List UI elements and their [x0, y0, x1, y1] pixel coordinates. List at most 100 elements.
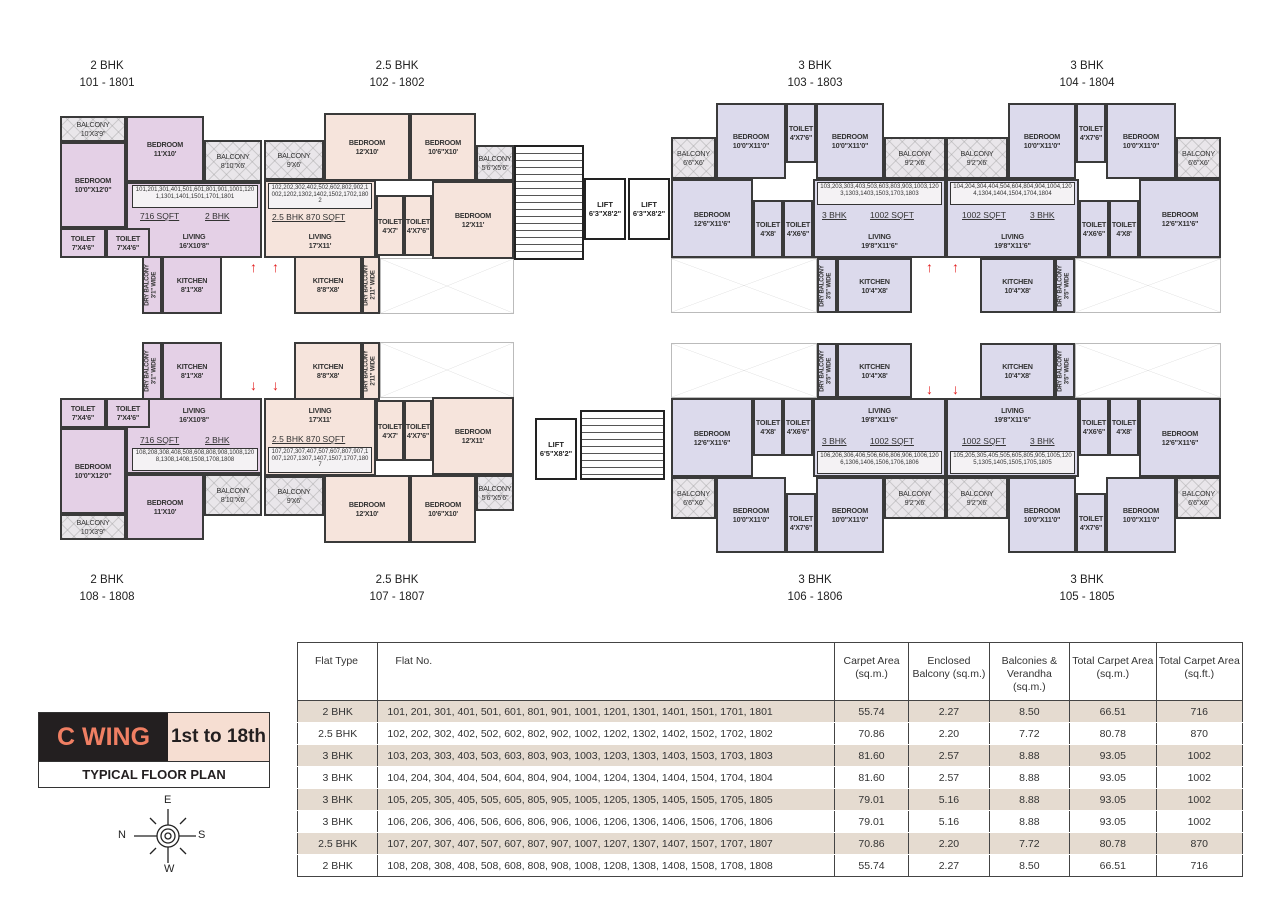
compass-north: N — [118, 829, 126, 841]
unit-range: 105 - 1805 — [1059, 591, 1115, 603]
room-size: 12'X10' — [355, 509, 379, 518]
unit-type-label: 2 BHK — [205, 435, 230, 445]
room-label: LIVING — [308, 232, 332, 241]
lift-label: LIFT — [548, 440, 564, 449]
room-size: 10'0"X11'0" — [1023, 141, 1061, 150]
unit-type: 3 BHK — [1070, 574, 1104, 586]
lift-size: 6'5"X8'2" — [539, 449, 573, 458]
flat-type-cell: 3 BHK — [296, 744, 379, 767]
room-size: 10'0"X11'0" — [1023, 515, 1061, 524]
room-label: BALCONY — [216, 486, 250, 495]
entry-arrow-icon: ↑ — [926, 259, 933, 275]
room-size: 2'11" WIDE — [371, 356, 378, 386]
unit-area-label: 1002 SQFT — [870, 436, 914, 446]
room-label: BEDROOM — [1161, 428, 1199, 438]
column-header: Carpet Area (sq.m.) — [833, 642, 910, 701]
entry-arrow-icon: ↑ — [272, 259, 279, 275]
wing-label: C WING — [39, 713, 168, 761]
room-size: 9'2"X6' — [904, 498, 926, 507]
enclosed-balcony-cell: 5.16 — [908, 810, 990, 833]
room-label: BALCONY — [277, 487, 311, 496]
room-size: 5'6"X5'6" — [481, 493, 509, 502]
room-label: BEDROOM — [732, 506, 770, 515]
column-header: Balconies & Verandha (sq.m.) — [988, 642, 1071, 701]
room-size: 12'6"X11'6" — [693, 437, 731, 447]
carpet-area-cell: 55.74 — [833, 700, 910, 723]
flat-numbers-cell: 107, 207, 307, 407, 507, 607, 807, 907, … — [377, 832, 835, 855]
open-terrace — [671, 258, 817, 313]
room-size: 10'0"X11'0" — [831, 515, 869, 524]
entry-arrow-icon: ↓ — [250, 377, 257, 393]
room-label: TOILET — [115, 234, 141, 243]
room-label: LIVING — [1001, 232, 1024, 241]
room-size: 6'6"X6' — [1188, 498, 1209, 507]
room-size: 4'X8' — [760, 427, 776, 436]
open-terrace — [380, 342, 514, 398]
room-size: 9'2"X6' — [966, 498, 988, 507]
room-label: BALCONY — [277, 151, 311, 160]
unit-range: 102 - 1802 — [369, 77, 425, 89]
total-carpet-sqm-cell: 93.05 — [1069, 744, 1157, 767]
unit-area-label: 716 SQFT — [140, 211, 180, 221]
unit-range: 107 - 1807 — [369, 591, 425, 603]
unit-type: 2 BHK — [90, 574, 124, 586]
unit-type: 2 BHK — [90, 60, 124, 72]
room-size: 8'8"X8' — [316, 371, 340, 380]
flat-numbers-box: 101,201,301,401,501,601,801,901,1001,120… — [132, 185, 258, 208]
room-label: BEDROOM — [454, 427, 492, 436]
room-label: TOILET — [405, 216, 431, 226]
flat-numbers-cell: 108, 208, 308, 408, 508, 608, 808, 908, … — [377, 854, 835, 877]
balconies-verandha-cell: 8.88 — [988, 744, 1071, 767]
flat-numbers-cell: 105, 205, 305, 405, 505, 605, 805, 905, … — [377, 788, 835, 811]
enclosed-balcony-cell: 2.57 — [908, 766, 990, 789]
room-label: KITCHEN — [312, 276, 344, 285]
flat-numbers-cell: 102, 202, 302, 402, 502, 602, 802, 902, … — [377, 722, 835, 745]
room-label: BEDROOM — [146, 498, 184, 507]
open-terrace — [671, 343, 817, 398]
room-label: BALCONY — [76, 120, 110, 129]
open-terrace — [380, 258, 514, 314]
lift-size: 6'3"X8'2" — [588, 209, 622, 218]
total-carpet-sqm-cell: 93.05 — [1069, 766, 1157, 789]
column-header: Total Carpet Area (sq.ft.) — [1155, 642, 1244, 701]
room-size: 10'4"X8' — [1004, 285, 1031, 295]
total-carpet-sqft-cell: 716 — [1155, 854, 1244, 877]
total-carpet-sqft-cell: 716 — [1155, 700, 1244, 723]
balconies-verandha-cell: 8.88 — [988, 788, 1071, 811]
flat-numbers-cell: 101, 201, 301, 401, 501, 601, 801, 901, … — [377, 700, 835, 723]
unit-area-label: 1002 SQFT — [962, 436, 1006, 446]
room-size: 12'X11' — [461, 436, 485, 445]
room-size: 3'5" WIDE — [827, 272, 834, 299]
room-label: TOILET — [1111, 418, 1137, 427]
balconies-verandha-cell: 8.88 — [988, 766, 1071, 789]
